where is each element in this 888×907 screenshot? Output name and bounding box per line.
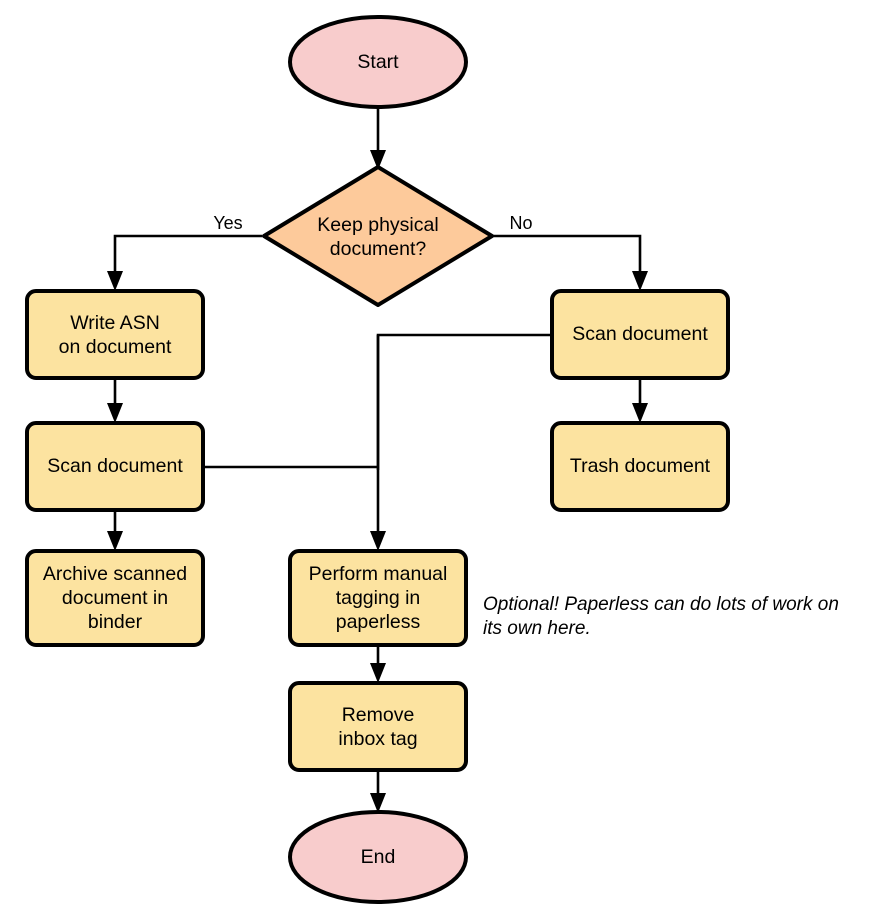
node-archive-label-line2: document in [62, 587, 168, 609]
manual-tagging-box-shape [288, 549, 468, 647]
decision-diamond-shape [262, 165, 494, 307]
node-archive-label-line3: binder [88, 611, 143, 633]
node-end[interactable]: End [288, 810, 468, 904]
annotation-optional-note-line2: its own here. [483, 618, 591, 639]
edge-label-no: No [509, 213, 532, 233]
annotation-optional-note: Optional! Paperless can do lots of work … [483, 594, 839, 639]
start-ellipse-shape [288, 15, 468, 109]
remove-inbox-tag-box-shape [288, 681, 468, 772]
node-write-asn-on-document[interactable]: Write ASN on document [25, 289, 205, 380]
end-ellipse-shape [288, 810, 468, 904]
node-write-asn-label-line1: Write ASN [70, 312, 160, 334]
node-remove-inbox-tag[interactable]: Remove inbox tag [288, 681, 468, 772]
node-scan-document-right-label: Scan document [572, 323, 708, 345]
node-trash-document-label: Trash document [570, 455, 711, 477]
archive-box-shape [25, 549, 205, 647]
edge-manual-tagging-to-remove-inbox [370, 645, 386, 683]
node-scan-document-right[interactable]: Scan document [550, 289, 730, 380]
node-trash-document[interactable]: Trash document [550, 421, 730, 512]
node-manual-tagging-label-line3: paperless [336, 611, 421, 633]
node-end-label: End [361, 846, 396, 868]
node-remove-inbox-label-line1: Remove [342, 704, 415, 726]
scan-document-left-box-shape [25, 421, 205, 512]
edge-start-to-decision [370, 101, 386, 170]
node-decision-label-line2: document? [330, 238, 427, 260]
node-scan-document-left[interactable]: Scan document [25, 421, 205, 512]
edge-scan-right-to-tagging-spine [376, 333, 552, 470]
node-perform-manual-tagging[interactable]: Perform manual tagging in paperless [288, 549, 468, 647]
edge-scan-left-to-archive [107, 510, 123, 551]
scan-document-right-box-shape [550, 289, 730, 380]
edge-decision-yes-to-write-asn [107, 234, 262, 291]
node-write-asn-label-line2: on document [59, 336, 172, 358]
node-archive-label-line1: Archive scanned [43, 563, 187, 585]
annotation-optional-note-line1: Optional! Paperless can do lots of work … [483, 594, 839, 615]
node-scan-document-left-label: Scan document [47, 455, 183, 477]
node-manual-tagging-label-line2: tagging in [336, 587, 421, 609]
edge-spine-to-manual-tagging [370, 335, 386, 551]
node-remove-inbox-label-line2: inbox tag [338, 728, 417, 750]
edge-decision-no-to-scan-right [492, 234, 648, 291]
edge-remove-inbox-to-end [370, 770, 386, 813]
edge-scan-right-to-trash [632, 378, 648, 423]
edge-label-yes: Yes [213, 213, 242, 233]
node-decision-keep-physical-document[interactable]: Keep physical document? [262, 165, 494, 307]
node-decision-label-line1: Keep physical [317, 214, 438, 236]
node-manual-tagging-label-line1: Perform manual [309, 563, 448, 585]
node-start[interactable]: Start [288, 15, 468, 109]
node-archive-scanned-document[interactable]: Archive scanned document in binder [25, 549, 205, 647]
edge-write-asn-to-scan-left [107, 378, 123, 423]
trash-document-box-shape [550, 421, 730, 512]
node-start-label: Start [357, 51, 399, 73]
write-asn-box-shape [25, 289, 205, 380]
